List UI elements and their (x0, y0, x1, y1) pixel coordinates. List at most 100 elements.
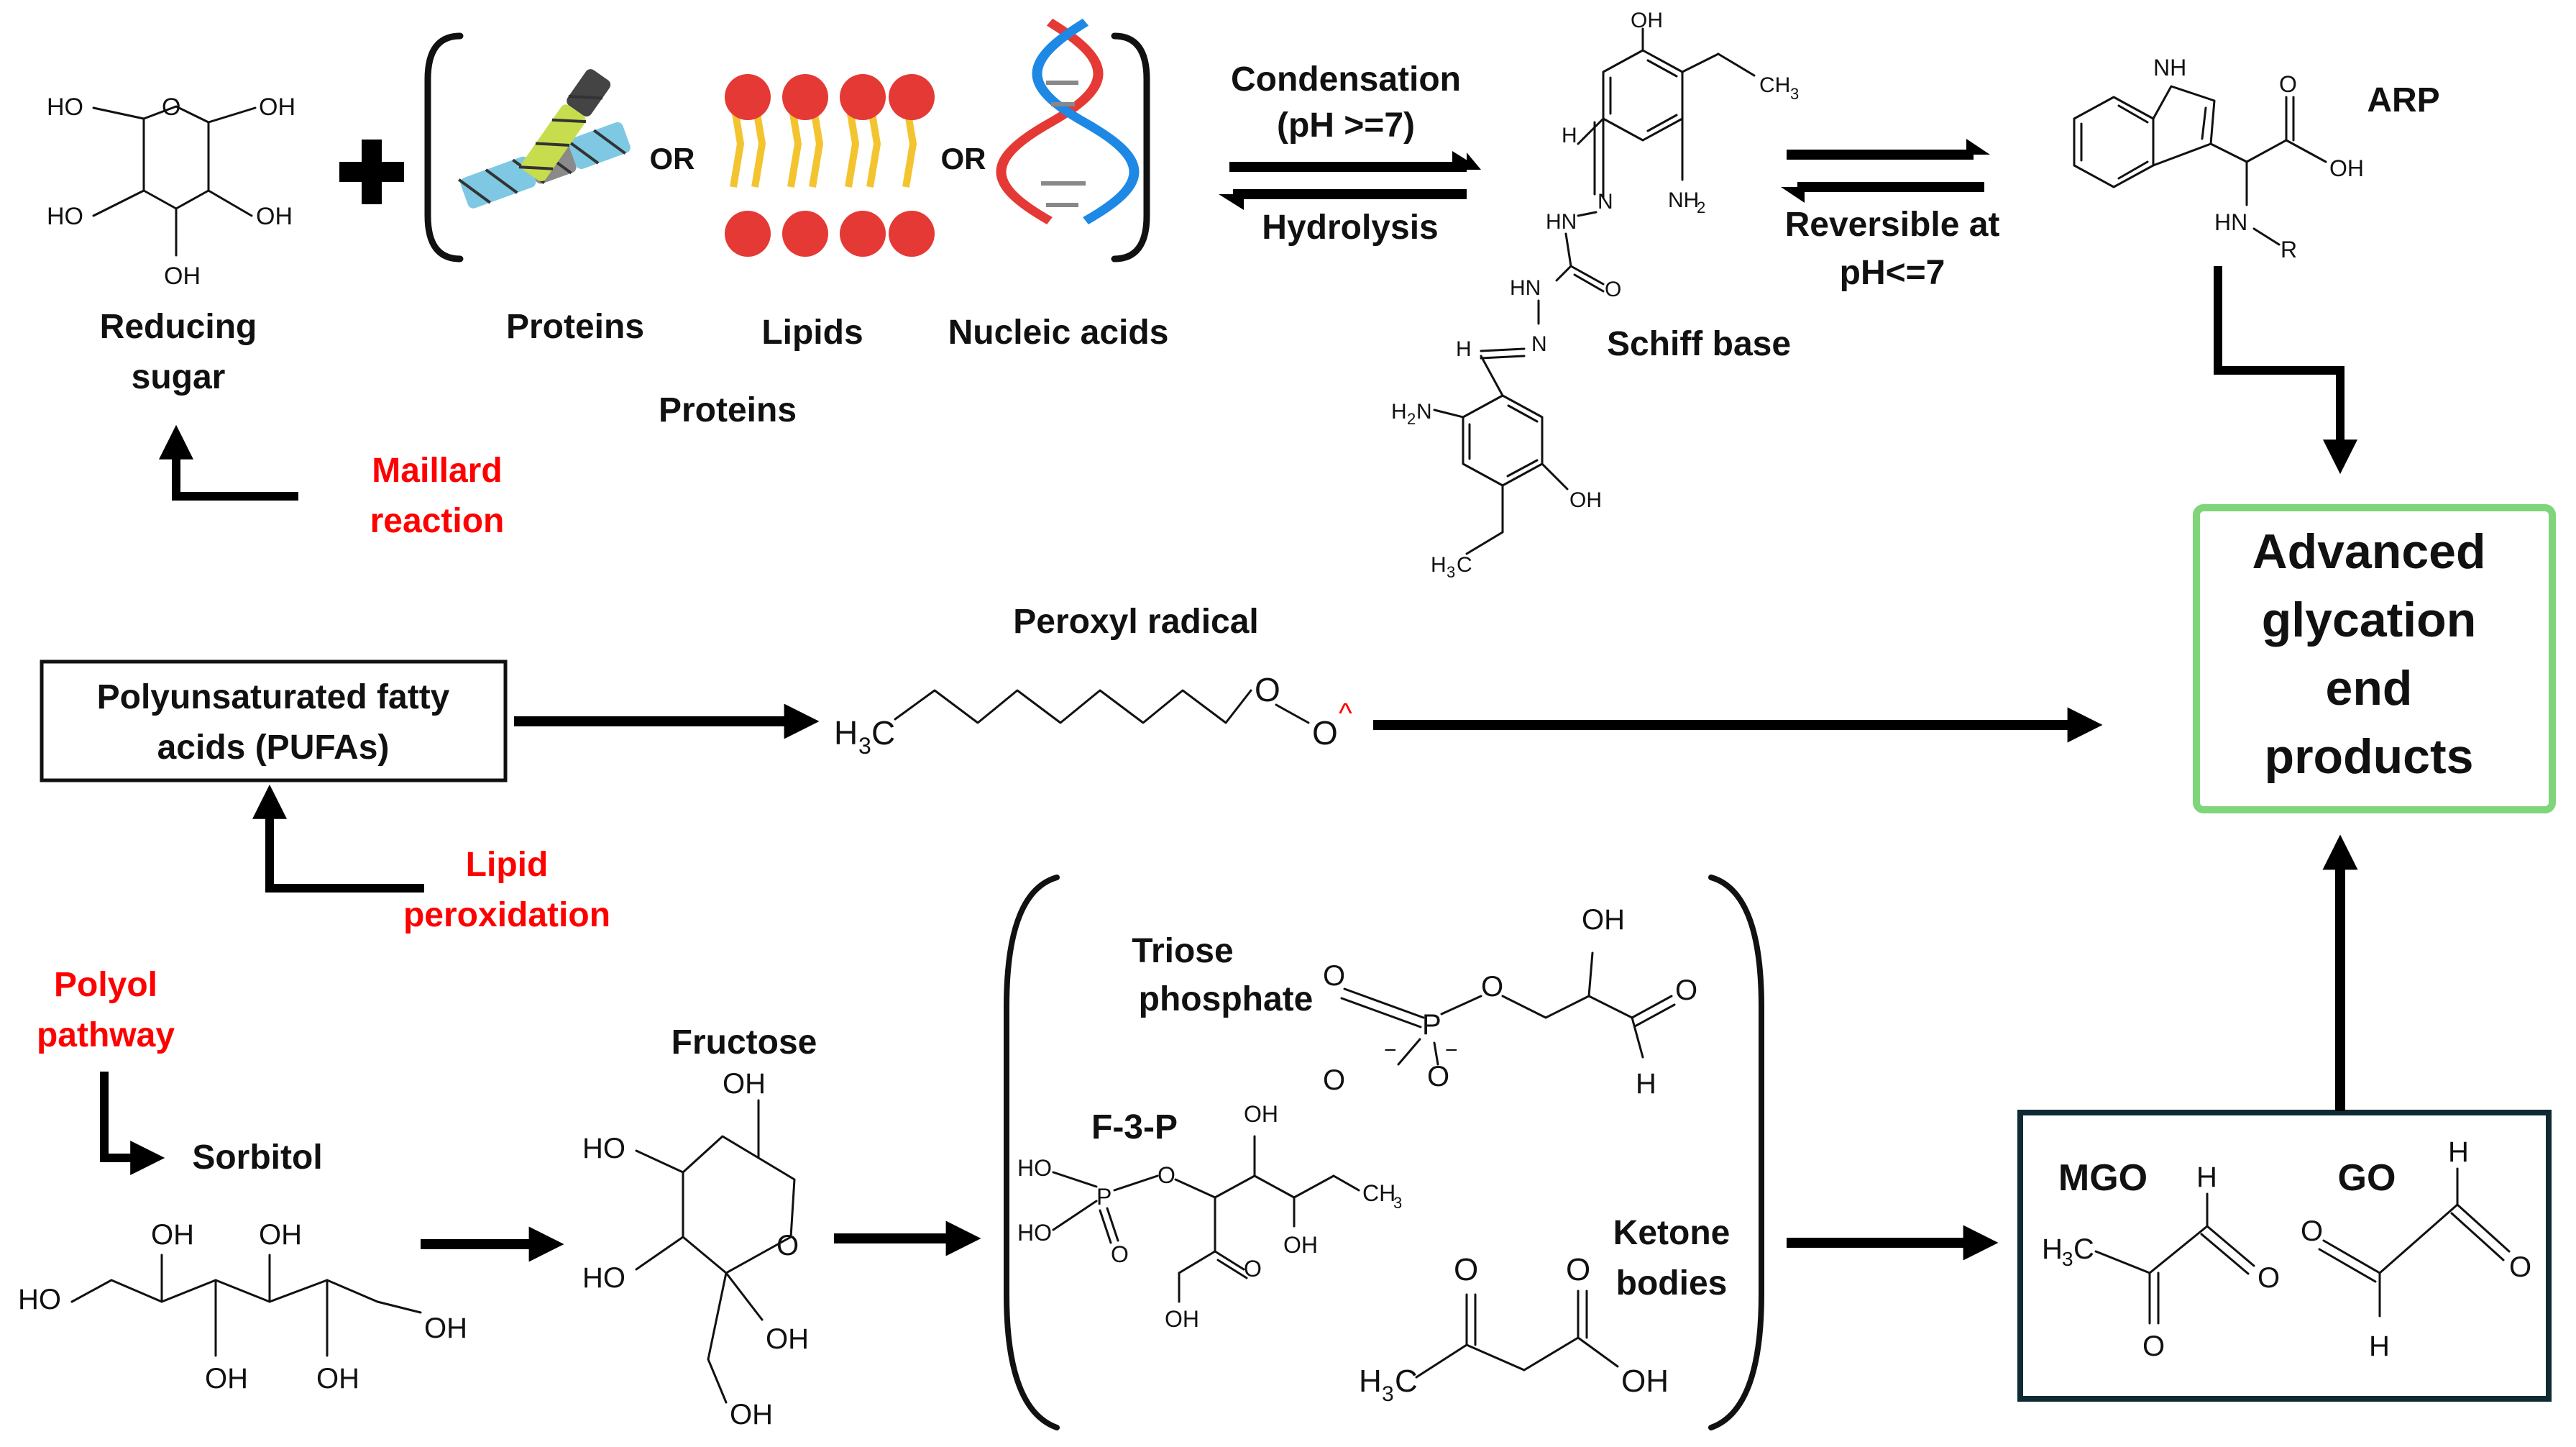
svg-text:O: O (776, 1230, 799, 1261)
svg-text:3: 3 (1382, 1382, 1394, 1406)
sorbitol-structure: HO OH OH OH OH OH (18, 1219, 467, 1394)
svg-text:2: 2 (1697, 198, 1705, 216)
maillard-label-1: Maillard (372, 452, 502, 490)
svg-text:O: O (1111, 1241, 1129, 1267)
svg-text:3: 3 (2062, 1248, 2073, 1270)
svg-text:O: O (1675, 974, 1697, 1006)
svg-text:H: H (2042, 1233, 2063, 1265)
polyol-label-2: pathway (37, 1016, 175, 1054)
schiff-base-label: Schiff base (1607, 325, 1791, 363)
or-label-2: OR (941, 142, 986, 175)
svg-text:CH: CH (1362, 1180, 1395, 1206)
svg-text:N: N (1598, 190, 1613, 214)
mgo-label: MGO (2058, 1157, 2148, 1199)
svg-text:O: O (1566, 1252, 1590, 1287)
svg-text:O: O (1158, 1162, 1175, 1188)
svg-text:O: O (2301, 1215, 2323, 1247)
arp-label: ARP (2367, 81, 2439, 119)
sorbitol-label: Sorbitol (192, 1138, 322, 1177)
lipid-peroxidation-label-1: Lipid (466, 846, 549, 884)
svg-text:OH: OH (256, 203, 293, 230)
hydrolysis-label: Hydrolysis (1262, 209, 1438, 247)
svg-text:O: O (162, 93, 180, 121)
svg-text:HO: HO (1017, 1155, 1052, 1181)
triose-phosphate-structure: O P O OH O H − − O O (1323, 904, 1697, 1100)
svg-text:OH: OH (205, 1363, 248, 1394)
svg-text:R: R (2281, 237, 2297, 263)
svg-text:HO: HO (47, 203, 83, 230)
triose-label-2: phosphate (1139, 980, 1314, 1018)
peroxyl-radical-label: Peroxyl radical (1013, 603, 1259, 641)
svg-text:OH: OH (259, 1219, 302, 1251)
go-structure: H O H O (2301, 1136, 2531, 1362)
maillard-label-2: reaction (370, 502, 505, 540)
svg-text:CH: CH (1759, 73, 1790, 97)
svg-text:P: P (1422, 1009, 1441, 1041)
svg-text:2: 2 (1407, 410, 1416, 428)
triose-label-1: Triose (1132, 932, 1233, 970)
svg-text:C: C (871, 714, 895, 752)
svg-text:OH: OH (730, 1399, 773, 1430)
condensation-label-1: Condensation (1231, 60, 1461, 99)
lipids-label: Lipids (761, 314, 863, 352)
svg-text:3: 3 (1790, 85, 1799, 103)
svg-text:O: O (2509, 1251, 2531, 1283)
svg-text:OH: OH (1582, 904, 1625, 936)
dna-helix-icon (996, 18, 1140, 224)
svg-text:OH: OH (766, 1323, 809, 1355)
svg-text:OH: OH (1621, 1364, 1669, 1399)
svg-text:OH: OH (164, 263, 201, 290)
svg-text:HO: HO (1017, 1220, 1052, 1246)
age-label-4: products (2265, 729, 2474, 784)
lipid-bilayer-icon (725, 74, 935, 257)
svg-text:O: O (1323, 1064, 1345, 1096)
arp-structure: NH O OH HN R (2073, 55, 2364, 263)
svg-text:HN: HN (1546, 210, 1577, 234)
protein-ribbon-icon (457, 69, 631, 209)
svg-text:^: ^ (1339, 698, 1352, 729)
svg-text:−: − (1384, 1039, 1397, 1062)
reducing-sugar-label-2: sugar (132, 358, 226, 396)
lipid-peroxidation-label-2: peroxidation (403, 896, 610, 934)
proteins-icon-label: Proteins (506, 308, 644, 346)
svg-text:HO: HO (47, 93, 83, 121)
pufa-label-1: Polyunsaturated fatty (97, 678, 450, 716)
svg-text:HO: HO (18, 1284, 61, 1315)
svg-text:HO: HO (582, 1133, 625, 1164)
svg-text:3: 3 (1447, 563, 1455, 581)
svg-text:H: H (1562, 124, 1577, 147)
svg-text:C: C (2073, 1233, 2094, 1265)
svg-text:N: N (1531, 332, 1547, 356)
age-box (2193, 504, 2556, 813)
svg-text:OH: OH (1244, 1101, 1278, 1127)
svg-text:O: O (2258, 1262, 2280, 1294)
svg-text:O: O (2142, 1330, 2165, 1362)
age-label-2: glycation (2262, 593, 2477, 647)
svg-text:OH: OH (424, 1313, 467, 1344)
svg-text:HN: HN (2214, 209, 2247, 235)
svg-text:OH: OH (316, 1363, 359, 1394)
svg-text:NH: NH (2153, 55, 2186, 81)
svg-text:3: 3 (1393, 1194, 1402, 1212)
svg-text:P: P (1096, 1184, 1111, 1210)
svg-text:H: H (1391, 400, 1407, 424)
svg-text:OH: OH (1631, 9, 1663, 32)
svg-text:OH: OH (151, 1219, 194, 1251)
ketone-label-2: bodies (1616, 1264, 1728, 1302)
svg-text:NH: NH (1668, 188, 1699, 212)
condensation-label-2: (pH >=7) (1277, 106, 1415, 145)
svg-text:OH: OH (1165, 1306, 1199, 1332)
svg-text:H: H (2448, 1136, 2469, 1168)
svg-text:O: O (1605, 278, 1621, 301)
arp-to-age-arrow (2214, 266, 2357, 475)
svg-text:H: H (1431, 553, 1447, 577)
fructose-label: Fructose (671, 1023, 817, 1062)
svg-text:OH: OH (723, 1068, 766, 1100)
svg-text:HN: HN (1510, 276, 1541, 300)
age-label-3: end (2326, 661, 2413, 716)
svg-text:−: − (1445, 1039, 1458, 1062)
svg-text:H: H (834, 714, 858, 752)
svg-text:C: C (1457, 553, 1472, 577)
lipid-peroxidation-elbow-arrow (252, 784, 424, 893)
